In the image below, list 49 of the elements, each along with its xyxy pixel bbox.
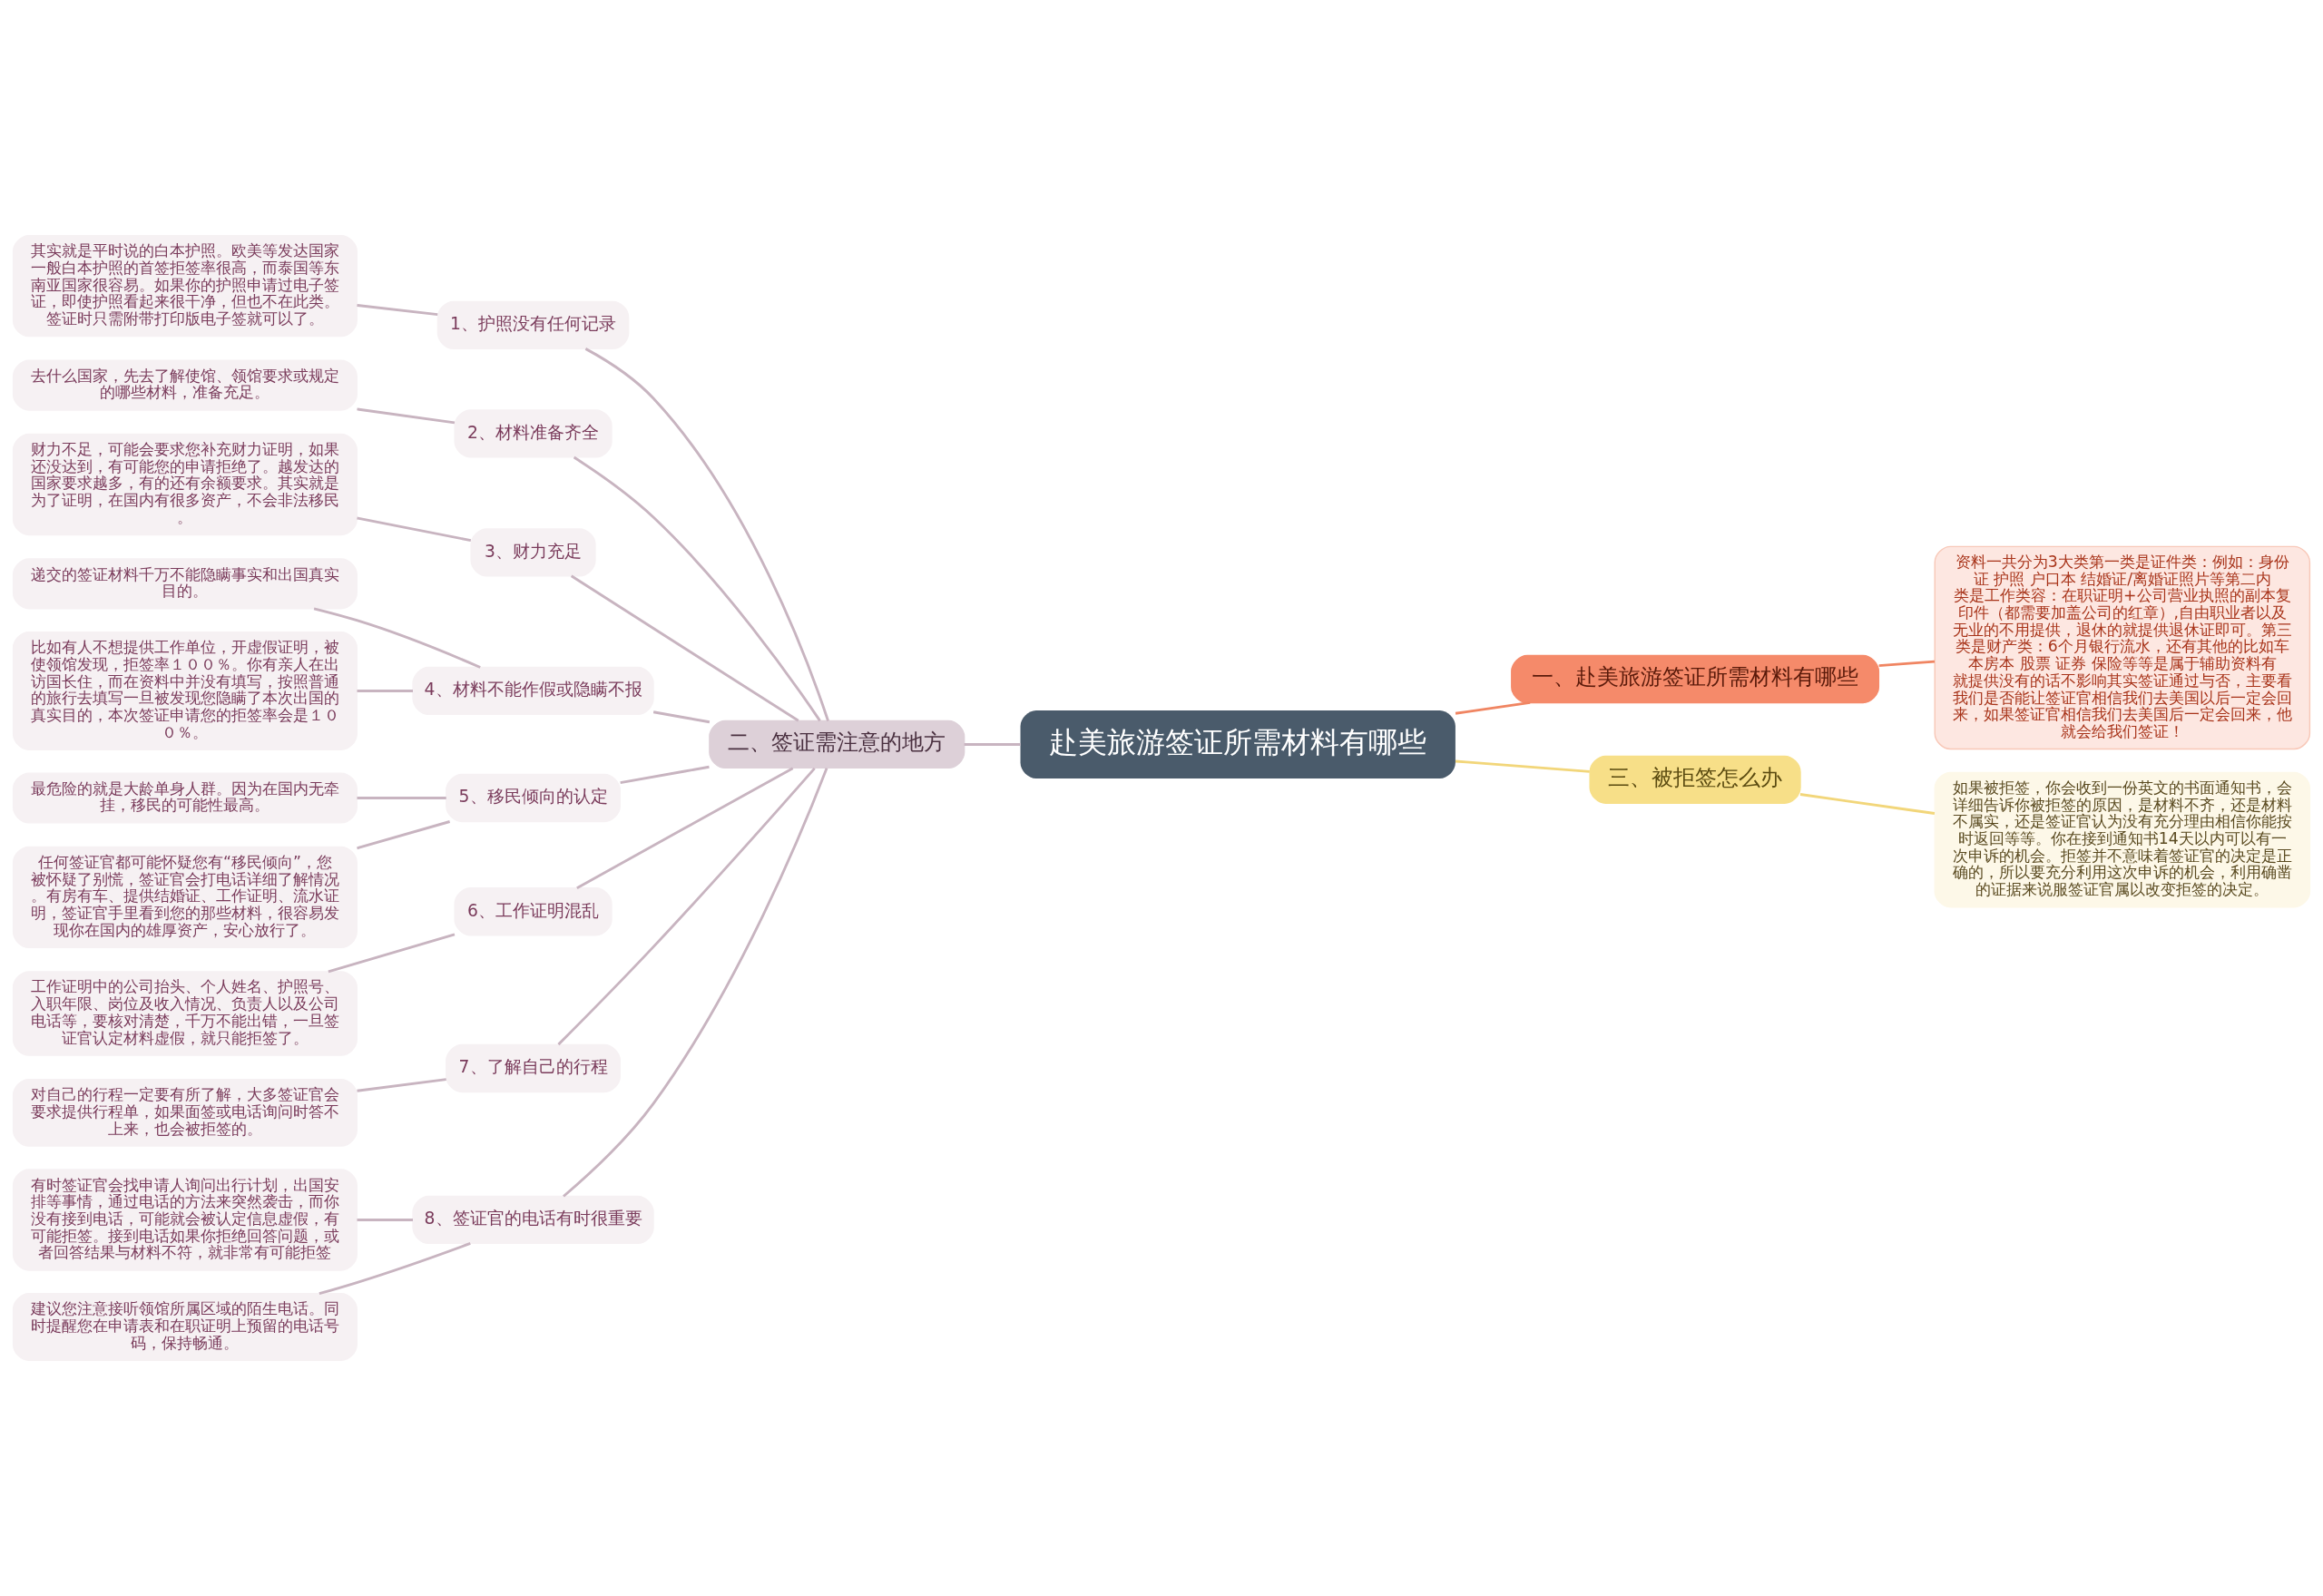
connector — [584, 348, 829, 721]
connector — [357, 820, 451, 850]
connector — [557, 767, 816, 1046]
connector — [328, 933, 456, 974]
node-box: 比如有人不想提供工作单位，开虚假证明，被使领馆发现，拒签率１００％。你有亲人在出访国长住，而在资料中并没有填写，按照普通的旅行去填写一旦被发现您隐瞒了本次出国的真实目的，本次签证申请您的拒签率会是１００％。 — [12, 631, 358, 750]
connector — [652, 710, 711, 724]
node-box: 2、材料准备齐全 — [454, 409, 613, 458]
connector — [357, 1078, 446, 1092]
node-box: 如果被拒签，你会收到一份英文的书面通知书，会详细告诉你被拒签的原因，是材料不齐，还是材料不属实，还是签证官认为没有充分理由相信你能按时返回等等。你在接到通知书14天以内可以有一次申诉的机会。拒签并不意味着签证官的决定是正确的，所以要充分利用这次申诉的机会，利用确凿的证据来说服签证官属以改变拒签的决定。 — [1934, 771, 2311, 908]
connector — [357, 407, 456, 425]
connector — [620, 765, 710, 785]
node-box: 工作证明中的公司抬头、个人姓名、护照号、入职年限、岗位及收入情况、负责人以及公司电话等，要核对清楚，千万不能出错，一旦签证官认定材料虚假，就只能拒签了。 — [12, 971, 358, 1056]
connector — [1878, 660, 1936, 668]
node-box: 赴美旅游签证所需材料有哪些 — [1020, 710, 1456, 778]
connector — [1799, 793, 1936, 815]
connector — [964, 743, 1021, 746]
connector — [570, 574, 799, 722]
node-box: 其实就是平时说的白本护照。欧美等发达国家一般白本护照的首签拒签率很高，而泰国等东南亚国家很容易。如果你的护照申请过电子签证，即使护照看起来很干净，但也不在此类。签证时只需附带打印版电子签就可以了。 — [12, 235, 358, 338]
connector — [357, 304, 438, 316]
connector — [357, 516, 472, 543]
connector — [313, 607, 481, 669]
node-box: 二、签证需注意的地方 — [709, 720, 965, 769]
node-box: 1、护照没有任何记录 — [436, 300, 630, 349]
connector — [563, 768, 828, 1198]
connector — [1455, 759, 1590, 773]
node-box: 4、材料不能作假或隐瞒不报 — [412, 666, 654, 716]
node-box: 8、签证官的电话有时很重要 — [412, 1195, 654, 1245]
node-box: 递交的签证材料千万不能隐瞒事实和出国真实目的。 — [12, 558, 358, 610]
node-box: 对自己的行程一定要有所了解，大多签证官会要求提供行程单，如果面签或电话询问时答不上来，也会被拒签的。 — [12, 1079, 358, 1147]
node-box: 任何签证官都可能怀疑您有“移民倾向”，您被怀疑了别慌，签证官会打电话详细了解情况。有房有车、提供结婚证、工作证明、流水证明，签证官手里看到您的那些材料，很容易发现你在国内的雄厚资产，安心放行了。 — [12, 846, 358, 949]
connector — [573, 455, 821, 722]
node-box: 最危险的就是大龄单身人群。因为在国内无牵挂，移民的可能性最高。 — [12, 772, 358, 824]
node-box: 有时签证官会找申请人询问出行计划，出国安排等事情，通过电话的方法来突然袭击，而你没有接到电话，可能就会被认定信息虚假，有可能拒签。接到电话如果你拒绝回答问题，或者回答结果与材料不符，就非常有可能拒签 — [12, 1169, 358, 1271]
connector — [357, 1219, 413, 1221]
node-box: 7、了解自己的行程 — [446, 1043, 621, 1093]
node-box: 3、财力充足 — [470, 528, 596, 577]
node-box: 三、被拒签怎么办 — [1589, 755, 1801, 804]
node-box: 资料一共分为3大类第一类是证件类：例如：身份证 护照 户口本 结婚证/离婚证照片等第二内类是工作类容：在职证明+公司营业执照的副本复印件（都需要加盖公司的红章）,自由职业者以及无业的不用提供，退休的就提供退休证即可。第三类是财产类：6个月银行流水，还有其他的比如车本房本 股票 证券 保险等等是属于辅助资料有就提供没有的话不影响其实签证通过与否，主要看我们是否能让签证官相信我们去美国以后一定会回来，如果签证官相信我们去美国后一定会回来，他就会给我们签证！ — [1934, 545, 2311, 750]
node-box: 建议您注意接听领馆所属区域的陌生电话。同时提醒您在申请表和在职证明上预留的电话号码，保持畅通。 — [12, 1293, 358, 1361]
connector — [357, 797, 446, 799]
node-box: 财力不足，可能会要求您补充财力证明，如果还没达到，有可能您的申请拒绝了。越发达的国家要求越多，有的还有余额要求。其实就是为了证明，在国内有很多资产，不会非法移民。 — [12, 433, 358, 536]
node-box: 去什么国家，先去了解使馆、领馆要求或规定的哪些材料，准备充足。 — [12, 359, 358, 411]
connector — [319, 1242, 471, 1296]
connector — [357, 690, 413, 692]
connector — [576, 767, 794, 889]
connector — [1455, 701, 1531, 715]
node-box: 5、移民倾向的认定 — [446, 773, 621, 823]
node-box: 一、赴美旅游签证所需材料有哪些 — [1511, 654, 1880, 704]
node-box: 6、工作证明混乱 — [454, 887, 613, 936]
